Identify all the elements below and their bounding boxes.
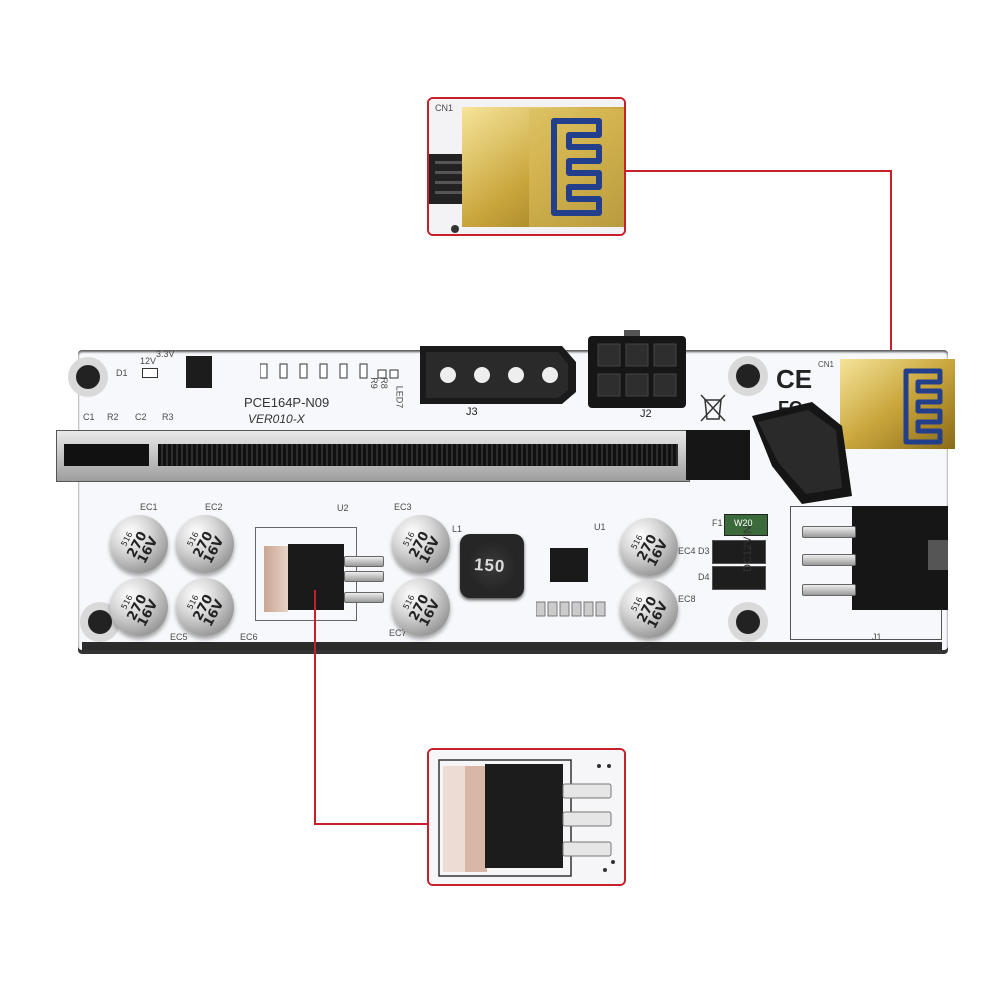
regulator-pin-1 (344, 556, 384, 567)
diode-d4 (712, 566, 766, 590)
led-row (260, 363, 399, 379)
model-label: PCE164P-N09 (244, 395, 330, 410)
bottom-leader-vertical (314, 590, 316, 825)
label-r9: R9 (368, 377, 379, 389)
regulator-zoom-image (429, 750, 624, 884)
label-ec7: EC7 (389, 628, 407, 638)
label-ec2: EC2 (205, 502, 223, 512)
ce-mark: CE (776, 364, 813, 394)
pcie-slot-opening-short (64, 444, 149, 466)
molex-connector-j3 (420, 346, 576, 404)
label-u1: U1 (594, 522, 606, 532)
label-j2: J2 (640, 408, 652, 420)
version-label: VER010-X (248, 412, 305, 426)
j1-pin-3 (802, 584, 856, 596)
label-ec3: EC3 (394, 502, 412, 512)
bottom-leader-horizontal (314, 823, 428, 825)
j1-pin-2 (802, 554, 856, 566)
pcie-slot-opening-long (158, 444, 678, 466)
fuse-marking: W20 (734, 518, 753, 528)
pcie-6pin-connector-j2 (588, 330, 686, 408)
label-12v: 12V (140, 356, 157, 366)
j1-pin-1 (802, 526, 856, 538)
usb-connector-callout: CN1 (427, 97, 626, 236)
usb-cable-strain (752, 402, 852, 504)
label-c1: C1 (83, 412, 95, 422)
regulator-callout (427, 748, 626, 886)
smd-resistor-row (536, 601, 606, 617)
label-ec6: EC6 (240, 632, 258, 642)
ic-u1 (550, 548, 588, 582)
label-r3: R3 (162, 412, 174, 422)
label-d4: D4 (698, 572, 710, 582)
label-3v3: 3.3V (156, 349, 175, 359)
label-j3: J3 (466, 406, 478, 418)
label-cn1: CN1 (818, 360, 835, 369)
cn1-label: CN1 (435, 103, 454, 113)
label-l1: L1 (452, 524, 463, 534)
regulator-pin-2 (344, 571, 384, 582)
j1-key (928, 540, 948, 570)
label-ec8: EC8 (678, 594, 696, 604)
label-ec5: EC5 (170, 632, 188, 642)
mount-hole-top-right (728, 356, 768, 396)
label-j1: J1 (872, 632, 882, 642)
label-u2: U2 (337, 503, 349, 513)
pcie-slot-right-cap (686, 430, 750, 480)
diode-d3 (712, 540, 766, 564)
fuse-f1 (724, 514, 768, 536)
label-f1: F1 (712, 518, 723, 528)
label-r2: R2 (107, 412, 119, 422)
diode-d1 (142, 368, 158, 378)
ic-small-top (186, 356, 212, 388)
mount-hole-top-left (68, 357, 108, 397)
mount-hole-bottom-left (80, 602, 120, 642)
label-c2: C2 (135, 412, 147, 422)
label-ec4: EC4 (678, 546, 696, 556)
weee-bin-icon (700, 394, 726, 422)
inductor-core (466, 540, 518, 592)
usb-connector-cn1 (840, 359, 955, 449)
label-d1: D1 (116, 368, 128, 378)
regulator-pin-3 (344, 592, 384, 603)
dc12vin-label: DC12VIN (742, 525, 754, 572)
top-leader-horizontal (626, 170, 892, 172)
board-bottom-edge (82, 642, 942, 650)
label-ec1: EC1 (140, 502, 158, 512)
top-leader-vertical (890, 170, 892, 358)
usb-connector-zoom-image (429, 99, 624, 234)
label-r8: R8 (378, 377, 389, 389)
regulator-u2 (288, 544, 344, 610)
regulator-heatpad (264, 546, 288, 612)
label-d3: D3 (698, 546, 710, 556)
inductor-marking: 150 (473, 554, 507, 577)
label-led7: LED7 (394, 385, 405, 409)
mount-hole-bottom-right (728, 602, 768, 642)
